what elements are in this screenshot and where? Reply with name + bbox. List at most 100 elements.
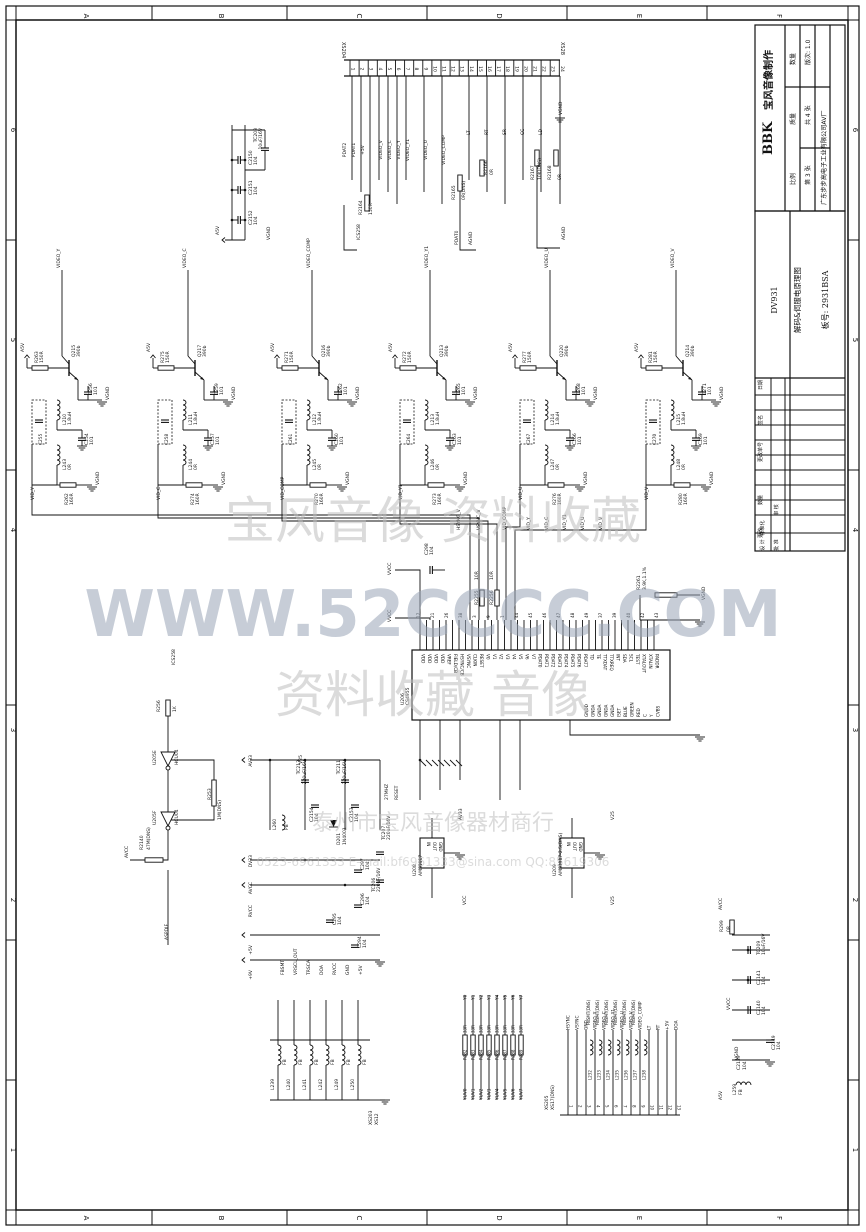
part-value: 0R [489,169,495,175]
inductor-second [306,444,311,466]
ic-pin-number: 44 [514,612,519,618]
inductor-main [670,399,675,421]
connector-ref: XS203 [368,1110,374,1125]
junction-dot [243,188,247,192]
part-value: FB [346,1059,352,1065]
part-value: 104 [354,813,360,822]
junction-dot [230,218,234,222]
connector-ref: XS17(DNS) [550,1085,556,1110]
wire [459,191,476,251]
rail-label: AVCC [718,898,724,910]
regulator-pin: GND [578,842,583,852]
part-ref: R2261 [636,575,642,590]
ground-symbol [695,736,705,742]
net-label: VID_Y [30,487,36,500]
net-label: VSYNC_V [476,509,482,530]
resistor-bottom [185,482,203,488]
rail-label: V25 [610,811,616,820]
column-label: E [635,14,643,18]
net-label: VID_Y1 [562,514,568,530]
resistor-R253 [211,779,217,807]
wire [455,759,463,767]
part-ref: R284 [479,1049,484,1060]
title-cell: 比例 [789,173,797,185]
connector-pin-number: 8 [413,68,419,71]
ic-pin-name: SCL [629,654,634,663]
ic-pin-name: VDD [440,654,445,663]
part-value: FB [282,1059,288,1065]
net-label: Y2 [479,994,485,1001]
watermark-url: WWW.52CCCC.COM [84,578,781,652]
capacitor-C2149 [766,1039,774,1043]
connector-pin-number: 18 [504,66,510,72]
ic-pin-name: FIELD/CB [453,654,458,673]
part-value: 101 [339,436,345,445]
part-ref: C295 [332,913,338,925]
net-label: Y3 [487,994,493,1001]
ic-pin-number: 39 [612,612,617,618]
part-value: 0R [555,464,561,470]
net-label: VIDEO_V [378,139,384,160]
row-label: 4 [9,528,17,533]
inductor-L233 [598,1039,603,1056]
wire [425,759,433,767]
part-value: 1.8uH [67,412,73,425]
part-ref: R262 [64,493,70,505]
power-arrow [638,354,644,359]
part-ref: L211 [188,414,194,425]
part-value: 101 [219,386,225,395]
capacitor-fb [210,391,218,395]
rail-label: VCC [462,896,468,905]
part-value: 0R [67,464,73,470]
ground-symbol [701,486,711,492]
resistor-R285 [486,1034,492,1056]
ic-pin-name: GNDA [610,704,615,717]
part-ref: C261 [288,434,294,445]
resistor-R2165 [457,174,463,192]
wire [187,355,196,365]
part-value: 104 [365,861,371,870]
net-label: VID_U [518,487,524,500]
net-label: 27MHZ [384,784,390,800]
net-label: LT [647,1025,653,1030]
part-ref: C258 [164,434,170,445]
rail-label: AVCC [248,882,254,894]
part-value: 104 [761,1006,767,1015]
connector-pin-number: 15 [477,66,483,72]
ic-pin-number: 3 [472,615,477,618]
net-label: VID_C [156,487,162,500]
row-label: 2 [9,898,17,902]
inductor-second [56,444,61,466]
capacitor-dns [403,419,411,423]
resistor-R2167 [534,149,540,167]
part-ref: L246 [430,459,436,470]
net-label: VIDEO_Y1 [424,246,430,268]
part-value: 33R [487,1025,492,1033]
net-label: VID_V [598,516,604,530]
inductor-second [182,444,187,466]
net-label: VID_U [580,517,586,530]
net-label: PDAT2 [342,143,348,158]
connector-ref: XS204 [340,42,346,58]
part-ref: C255 [38,434,44,445]
column-label: F [775,14,783,18]
title-cell: 共 4 张 [804,105,812,125]
part-ref: L249 [334,1079,340,1090]
column-label: E [635,1216,643,1220]
ic-pin-name: V3 [505,654,510,660]
net-label: VGND [593,386,599,400]
wire [569,720,700,736]
wire [505,485,521,620]
net-label: RVCC [332,963,338,975]
part-ref: R256 [156,700,162,712]
part-note: FBSMT(DNS) [604,1000,609,1026]
part-ref: R289 [519,1049,524,1060]
net-label: YUV5 [503,1088,509,1101]
part-ref: R2168 [547,165,553,180]
connector-pin-number: 12 [668,1105,673,1111]
capacitor-C297 [354,869,362,873]
ground-symbol [97,401,107,407]
part-value: FB [284,824,290,830]
rail-label: DV33 [248,855,254,867]
